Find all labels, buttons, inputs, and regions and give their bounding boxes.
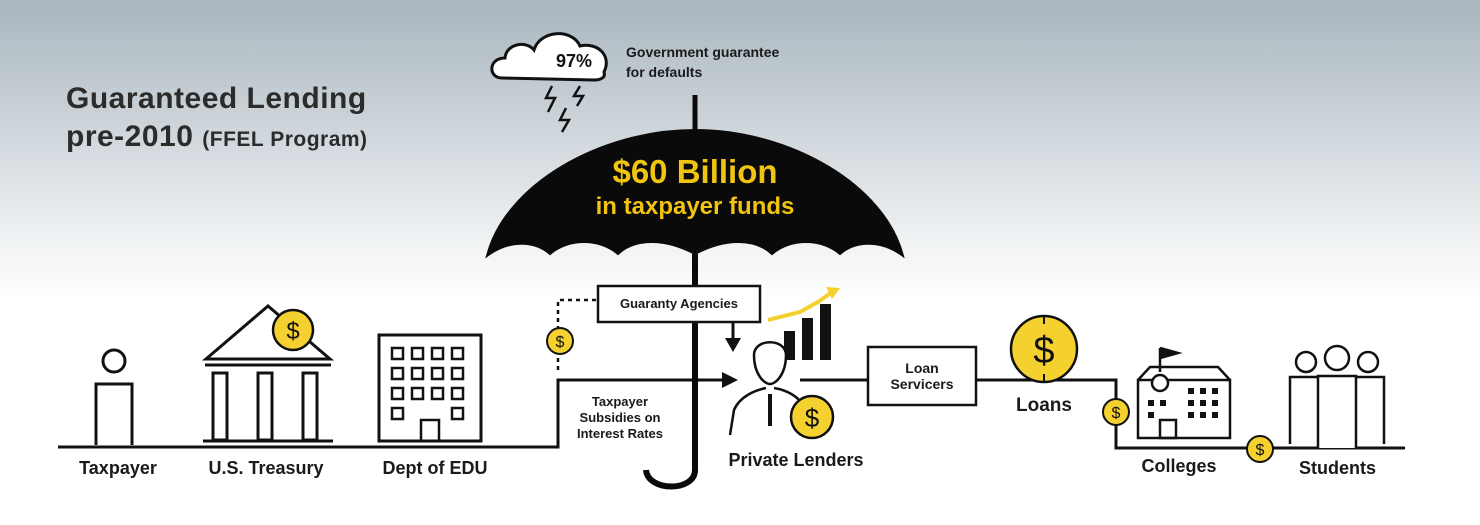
coin-symbol: $ (805, 403, 820, 433)
students-icon (1290, 346, 1384, 448)
edu-building-icon (379, 335, 481, 441)
coin-symbol: $ (1256, 442, 1265, 459)
coin-symbol: $ (556, 334, 565, 351)
umbrella-label: $60 Billion in taxpayer funds (520, 152, 870, 222)
taxpayer-icon (96, 350, 132, 445)
title-program: (FFEL Program) (202, 128, 367, 151)
umbrella-amount: $60 Billion (520, 152, 870, 192)
title-year: pre-2010 (66, 120, 193, 153)
title-line2: pre-2010 (FFEL Program) (66, 118, 368, 159)
coin-lender: $ (791, 396, 833, 438)
taxpayer-label: Taxpayer (58, 458, 178, 479)
college-icon (1138, 348, 1230, 438)
subsidy-note: Taxpayer Subsidies on Interest Rates (560, 394, 680, 442)
treasury-label: U.S. Treasury (196, 458, 336, 479)
loan-servicers-line2: Servicers (868, 376, 976, 392)
students-label: Students (1280, 458, 1395, 479)
title-line1: Guaranteed Lending (66, 80, 368, 118)
coin-loans: $ (1011, 316, 1077, 382)
colleges-label: Colleges (1124, 456, 1234, 477)
cloud-note: Government guarantee for defaults (626, 42, 779, 82)
umbrella-caption: in taxpayer funds (520, 192, 870, 222)
arrow-heads (722, 338, 741, 388)
storm-cloud-icon (492, 34, 606, 132)
default-guarantee-percent: 97% (556, 51, 592, 71)
guaranty-agencies-label: Guaranty Agencies (598, 296, 760, 312)
subsidy-line1: Taxpayer (560, 394, 680, 410)
coin-colleges-path: $ (1103, 399, 1129, 425)
coins: $ $ $ $ $ $ (273, 310, 1273, 462)
loans-label: Loans (1004, 395, 1084, 417)
coin-students-path: $ (1247, 436, 1273, 462)
coin-treasury: $ (273, 310, 313, 350)
cloud-note-line2: for defaults (626, 62, 779, 82)
subsidy-line2: Subsidies on (560, 410, 680, 426)
subsidy-line3: Interest Rates (560, 426, 680, 442)
coin-edu-path: $ (547, 328, 573, 354)
coin-symbol: $ (286, 318, 299, 345)
page-title: Guaranteed Lending pre-2010 (FFEL Progra… (66, 80, 368, 159)
edu-label: Dept of EDU (365, 458, 505, 479)
loan-servicers-label: Loan Servicers (868, 360, 976, 392)
coin-symbol: $ (1033, 330, 1054, 372)
coin-symbol: $ (1112, 405, 1121, 422)
loan-servicers-line1: Loan (868, 360, 976, 376)
lenders-label: Private Lenders (716, 450, 876, 471)
cloud-note-line1: Government guarantee (626, 42, 779, 62)
